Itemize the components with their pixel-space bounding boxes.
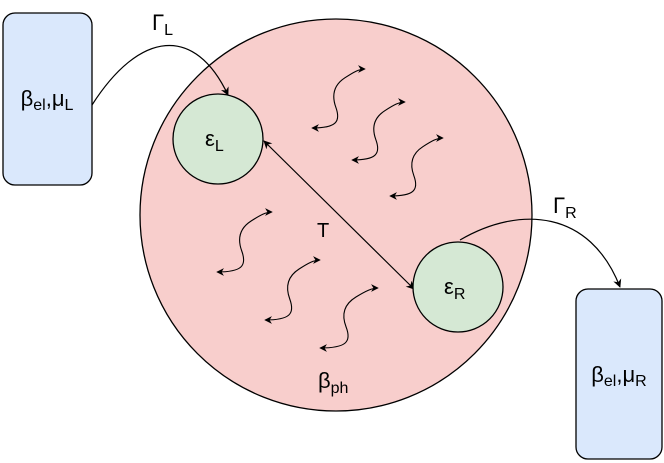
right-reservoir-label: βel,μR (591, 362, 646, 390)
phonon-wiggle-icon (319, 284, 379, 352)
phonon-wiggle-icon (389, 134, 444, 200)
left-dot (172, 93, 264, 185)
left-dot-label: εL (205, 126, 224, 155)
phonon-cavity (139, 18, 533, 412)
gamma-right-label: ΓR (553, 193, 577, 222)
phonon-wiggles (216, 65, 444, 352)
left-reservoir-label: βel,μL (21, 86, 74, 114)
phonon-wiggle-icon (216, 208, 273, 276)
tunneling-label: T (317, 220, 329, 242)
phonon-wiggle-icon (311, 65, 366, 132)
phonon-wiggle-icon (351, 98, 406, 164)
right-reservoir (575, 288, 663, 460)
gamma-left-label: ΓL (152, 10, 173, 39)
gamma-right-arrow (459, 218, 622, 288)
right-dot (412, 241, 504, 333)
gamma-left-arrow (91, 44, 229, 106)
tunneling-arrow (263, 140, 415, 290)
phonon-bath-label: βph (318, 368, 348, 397)
left-reservoir (2, 12, 93, 186)
phonon-wiggle-icon (264, 256, 321, 324)
right-dot-label: εR (444, 274, 465, 303)
